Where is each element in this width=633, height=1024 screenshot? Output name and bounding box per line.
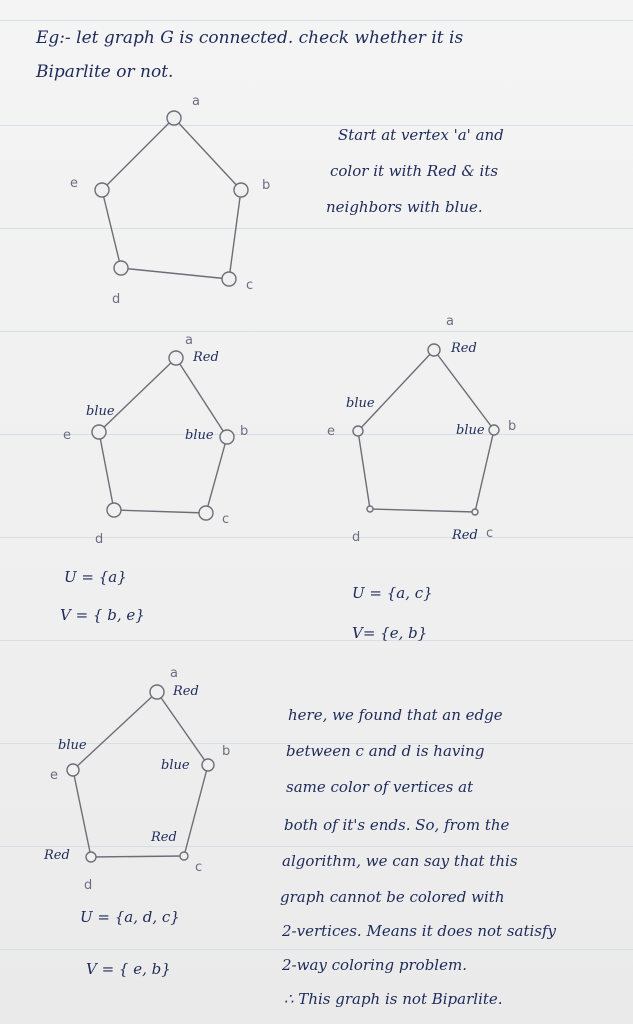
- instruction-line-2: color it with Red & its: [330, 162, 499, 180]
- g4-color-e: blue: [58, 738, 87, 753]
- g3-label-c: c: [486, 526, 494, 541]
- header-line-2: Biparlite or not.: [36, 62, 174, 82]
- g3-set-v: V= {e, b}: [352, 624, 428, 642]
- instruction-line-1: Start at vertex 'a' and: [338, 126, 504, 144]
- vertex-a: [427, 343, 441, 357]
- edge-a-b: [156, 691, 209, 766]
- g1-label-e: e: [70, 176, 78, 191]
- g4-label-a: a: [170, 666, 178, 681]
- g2-set-u: U = {a}: [64, 568, 127, 586]
- edge-b-c: [183, 764, 209, 857]
- conclusion-line-7: 2-vertices. Means it does not satisfy: [282, 922, 557, 940]
- g4-label-c: c: [195, 860, 203, 875]
- edge-c-d: [369, 508, 476, 513]
- g4-color-a: Red: [173, 684, 199, 699]
- g3-label-d: d: [352, 530, 361, 545]
- vertex-c: [179, 851, 189, 861]
- g4-color-c: Red: [151, 830, 177, 845]
- edge-e-a: [98, 357, 177, 433]
- g2-label-e: e: [63, 428, 71, 443]
- edge-d-e: [72, 769, 92, 858]
- conclusion-line-5: algorithm, we can say that this: [282, 852, 518, 870]
- g2-color-e: blue: [86, 404, 115, 419]
- edge-e-a: [101, 117, 175, 191]
- conclusion-line-1: here, we found that an edge: [288, 706, 503, 724]
- edge-a-b: [433, 349, 495, 431]
- edge-d-e: [101, 189, 122, 269]
- edge-a-b: [173, 117, 242, 191]
- vertex-d: [106, 502, 122, 518]
- vertex-a: [149, 684, 165, 700]
- conclusion-line-8: 2-way coloring problem.: [282, 956, 467, 974]
- vertex-c: [221, 271, 237, 287]
- g2-set-v: V = { b, e}: [60, 606, 145, 624]
- g4-label-e: e: [50, 768, 58, 783]
- vertex-c: [471, 508, 479, 516]
- instruction-line-3: neighbors with blue.: [326, 198, 483, 216]
- g2-label-c: c: [222, 512, 230, 527]
- vertex-b: [488, 424, 500, 436]
- vertex-b: [201, 758, 215, 772]
- g4-label-d: d: [84, 878, 93, 893]
- edge-c-d: [120, 267, 230, 280]
- edge-d-e: [98, 431, 115, 511]
- g3-color-a: Red: [451, 341, 477, 356]
- vertex-d: [113, 260, 129, 276]
- g3-label-e: e: [327, 424, 335, 439]
- edge-b-c: [474, 429, 495, 513]
- conclusion-line-2: between c and d is having: [286, 742, 485, 760]
- edge-d-e: [357, 430, 371, 510]
- g4-label-b: b: [222, 744, 231, 759]
- vertex-a: [168, 350, 184, 366]
- conclusion-line-4: both of it's ends. So, from the: [284, 816, 510, 834]
- g4-color-b: blue: [161, 758, 190, 773]
- conclusion-line-3: same color of vertices at: [286, 778, 474, 796]
- vertex-e: [94, 182, 110, 198]
- g4-set-v: V = { e, b}: [86, 960, 171, 978]
- g3-color-b: blue: [456, 423, 485, 438]
- vertex-c: [198, 505, 214, 521]
- g3-color-e: blue: [346, 396, 375, 411]
- edge-c-d: [90, 855, 185, 858]
- g3-label-b: b: [508, 419, 517, 434]
- vertex-a: [166, 110, 182, 126]
- g3-set-u: U = {a, c}: [352, 584, 433, 602]
- edge-e-a: [357, 349, 435, 432]
- edge-a-b: [175, 357, 228, 438]
- vertex-d: [85, 851, 97, 863]
- g1-label-c: c: [246, 278, 254, 293]
- conclusion-line-6: graph cannot be colored with: [280, 888, 505, 906]
- edge-b-c: [228, 189, 242, 280]
- vertex-e: [91, 424, 107, 440]
- g4-color-d: Red: [44, 848, 70, 863]
- vertex-d: [366, 505, 374, 513]
- edge-e-a: [72, 691, 158, 771]
- edge-b-c: [205, 436, 228, 514]
- conclusion-line-9: ∴ This graph is not Biparlite.: [284, 990, 503, 1008]
- edge-c-d: [113, 509, 207, 514]
- g1-label-d: d: [112, 292, 121, 307]
- vertex-b: [233, 182, 249, 198]
- g2-label-d: d: [95, 532, 104, 547]
- vertex-e: [352, 425, 364, 437]
- g3-label-a: a: [446, 314, 454, 329]
- g1-label-b: b: [262, 178, 271, 193]
- g3-color-c: Red: [452, 528, 478, 543]
- g2-label-a: a: [185, 333, 193, 348]
- g2-color-b: blue: [185, 428, 214, 443]
- g4-set-u: U = {a, d, c}: [80, 908, 180, 926]
- g2-label-b: b: [240, 424, 249, 439]
- vertex-e: [66, 763, 80, 777]
- g1-label-a: a: [192, 94, 200, 109]
- header-line-1: Eg:- let graph G is connected. check whe…: [36, 28, 464, 48]
- g2-color-a: Red: [193, 350, 219, 365]
- vertex-b: [219, 429, 235, 445]
